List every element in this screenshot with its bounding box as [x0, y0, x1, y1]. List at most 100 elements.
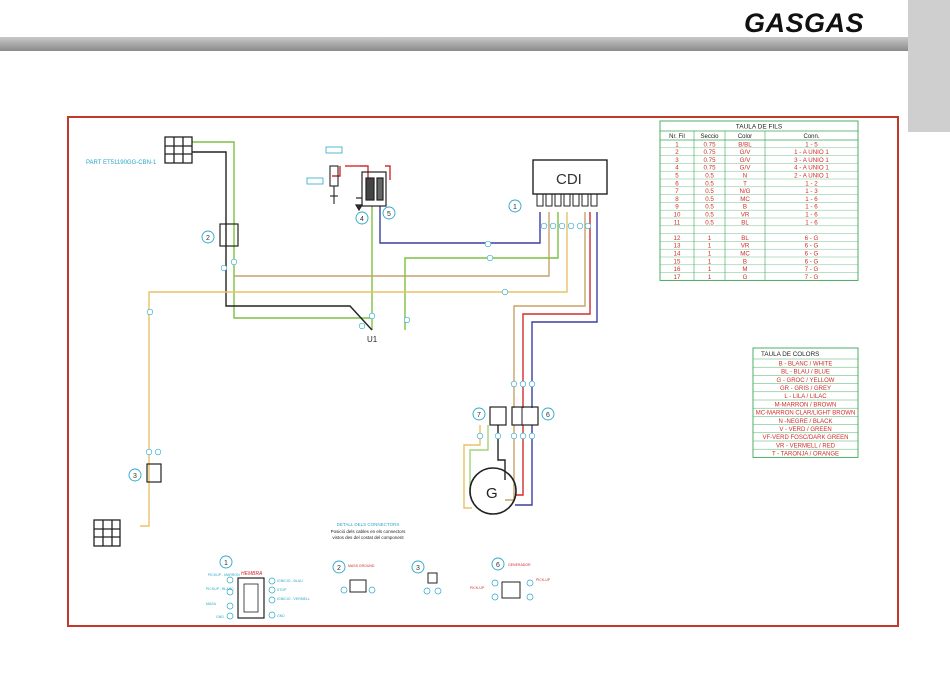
fils-cell: 1 [708, 266, 712, 273]
fils-cell: 4 - A UNIO 1 [794, 165, 829, 172]
fils-header: Conn. [803, 134, 819, 140]
fils-cell: G/V [740, 165, 752, 172]
fils-cell: 0.75 [703, 149, 716, 156]
colors-row: V - VERD / GREEN [779, 427, 831, 433]
fils-cell: G [743, 274, 748, 281]
fils-cell: 1 - 6 [805, 196, 818, 203]
bubble-5: 5 [387, 211, 391, 218]
fils-cell: 1 [708, 258, 712, 265]
colors-row: BL - BLAU / BLUE [781, 370, 830, 376]
generator [469, 467, 517, 515]
lbl-pickup-right: PICK-UP [536, 578, 551, 582]
wire-red-gen-low [515, 425, 524, 496]
side-tab [908, 0, 950, 132]
fils-cell: 1 - 3 [805, 188, 818, 195]
lbl-pickup-blanc: PICKUP - BLANC [206, 587, 234, 591]
diagram-frame [67, 116, 899, 627]
fils-cell: 1 - 5 [805, 141, 818, 148]
lbl-generador: GENERADOR [508, 563, 531, 567]
detail-bubble-2: 2 [337, 565, 341, 572]
wire-blue-coil [379, 206, 541, 244]
generator-label: G [486, 485, 498, 502]
colors-row: B - BLANC / WHITE [779, 361, 833, 367]
spark-plug [329, 165, 339, 204]
wires [140, 141, 598, 527]
fils-cell: T [743, 180, 747, 187]
lbl-gnd-right: GND [277, 614, 285, 618]
ignition-coil [354, 171, 387, 212]
fils-header: Nr. Fil [669, 134, 685, 140]
fils-cell: BL [741, 235, 749, 242]
fils-cell: 13 [674, 243, 681, 250]
detail-bubble-3: 3 [416, 565, 420, 572]
detail-bubble-1: 1 [224, 560, 228, 567]
colors-row: MC-MARRON CLAR/LIGHT BROWN [756, 411, 856, 417]
fils-cell: 0.5 [705, 204, 714, 211]
fils-cell: G/V [740, 149, 752, 156]
colors-row: L - LILA / LILAC [784, 394, 827, 400]
colors-row: GR - GRIS / GREY [780, 386, 831, 392]
header-bar [0, 37, 950, 51]
fils-cell: 2 [675, 149, 679, 156]
fils-cell: 0.5 [705, 212, 714, 219]
fils-cell: 6 - G [805, 258, 819, 265]
fils-cell: 16 [674, 266, 681, 273]
fils-cell: B [743, 258, 747, 265]
detail-connector-1: 1 HEMBRA PICKUP - MARRON PICKUP - BLANC … [206, 555, 310, 620]
fils-cell: 1 - A UNIO 1 [794, 149, 829, 156]
bubble-1: 1 [513, 204, 517, 211]
detail-bubble-6: 6 [496, 562, 500, 569]
fils-cell: 6 - G [805, 235, 819, 242]
bubble-7: 7 [477, 412, 481, 419]
fils-cell: 0.75 [703, 165, 716, 172]
fils-cell: N/G [739, 188, 750, 195]
lbl-ignicio-blau: IGNICIO - BLAU [277, 579, 303, 583]
fils-cell: MC [740, 196, 750, 203]
colors-table: TAULA DE COLORS B - BLANC / WHITE BL - BLA… [752, 347, 859, 458]
wire-black-switch1 [192, 151, 373, 331]
connector-3 [146, 463, 162, 483]
lbl-masa: MASA [206, 602, 217, 606]
fils-cell: 3 - A UNIO 1 [794, 157, 829, 164]
switch-top [164, 136, 193, 164]
lbl-stop: STOP [277, 588, 287, 592]
lbl-gnd: GND [216, 615, 224, 619]
detail-connector-6: 6 GENERADOR PICK-UP PICK-UP [470, 557, 551, 601]
plug-tag-left [306, 177, 324, 185]
bubble-3: 3 [133, 473, 137, 480]
wire-blue-gen [531, 212, 598, 408]
fils-cell: 8 [675, 196, 679, 203]
detail-line2: vistos des del costat del component [332, 535, 404, 540]
fils-cell: 1 [708, 274, 712, 281]
wire-lightbrown-gen [513, 212, 586, 408]
wire-brown-mid [234, 212, 550, 277]
detail-line1: Posició dels cables en els connectors [331, 529, 407, 534]
fils-cell: 0.5 [705, 196, 714, 203]
fils-cell: 15 [674, 258, 681, 265]
wire-green-top-switch [192, 141, 372, 319]
fils-cell: M [742, 266, 747, 273]
wire-yellow-long [148, 212, 568, 470]
lbl-pickup-left: PICK-UP [470, 586, 485, 590]
cdi-label: CDI [556, 171, 582, 188]
wire-yellow-switch3 [140, 470, 150, 527]
fils-table-title: TAULA DE FILS [736, 124, 783, 131]
hembra-label: HEMBRA [241, 571, 263, 577]
fils-cell: B/BL [738, 141, 752, 148]
fils-cell: MC [740, 251, 750, 258]
colors-table-title: TAULA DE COLORS [761, 351, 819, 358]
fils-cell: 7 - G [805, 266, 819, 273]
fils-cell: 9 [675, 204, 679, 211]
fils-cell: 6 [675, 180, 679, 187]
cdi-pins [536, 193, 598, 207]
colors-row: N -NEGRE / BLACK [778, 419, 832, 425]
lbl-pickup-marron: PICKUP - MARRON [208, 573, 240, 577]
wire-red-gen [522, 212, 591, 408]
bubble-4: 4 [360, 216, 364, 223]
lbl-mass-ground: MASS GROUND [348, 564, 375, 568]
wire-blue-gen-low [515, 425, 533, 506]
fils-cell: 7 - G [805, 274, 819, 281]
fils-cell: 0.75 [703, 141, 716, 148]
